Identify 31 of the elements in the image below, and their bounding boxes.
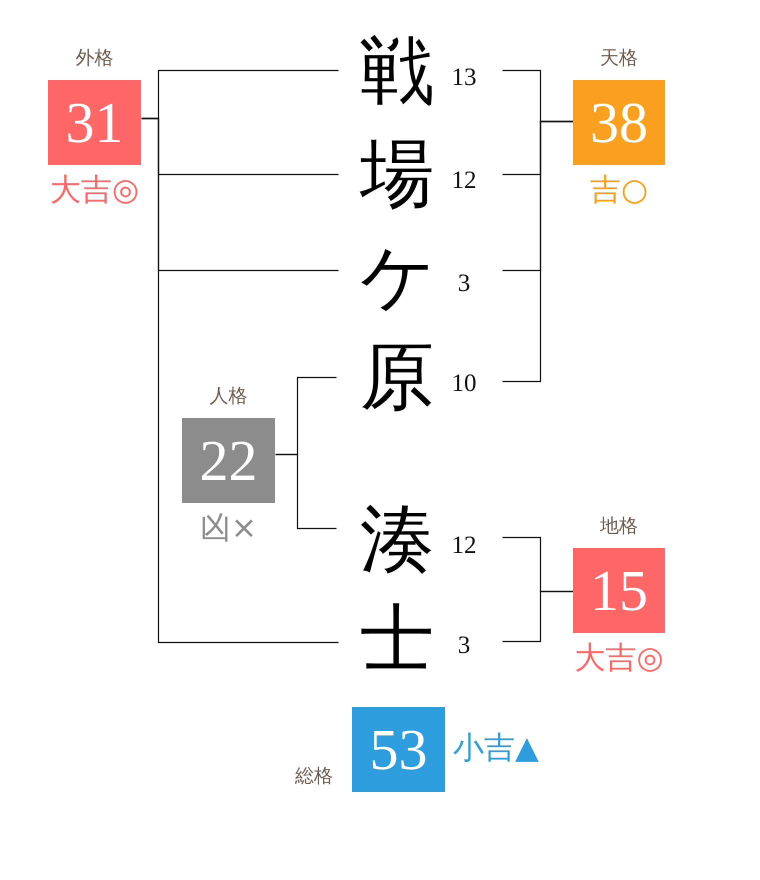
score-box: 15 <box>573 548 665 633</box>
name-character: ケ <box>360 238 436 318</box>
category-label: 地格 <box>600 514 638 538</box>
category-label: 外格 <box>76 46 114 70</box>
category-label: 天格 <box>600 46 638 70</box>
category-label: 総格 <box>295 764 333 788</box>
stroke-count: 13 <box>452 64 476 92</box>
stroke-count: 10 <box>452 370 476 398</box>
stroke-count: 3 <box>458 270 470 298</box>
name-character: 場 <box>360 135 434 215</box>
bracket-line <box>502 590 574 642</box>
bracket-line <box>276 454 336 530</box>
score-box: 38 <box>573 80 665 165</box>
bracket-line <box>142 118 338 644</box>
fortune-rating: 吉○ <box>590 171 648 209</box>
score-box: 53 <box>352 707 445 792</box>
stroke-count: 12 <box>452 532 476 560</box>
score-box: 22 <box>182 418 275 503</box>
fortune-rating: 凶× <box>200 509 257 547</box>
name-character: 士 <box>360 600 434 680</box>
name-character: 戦 <box>360 32 434 112</box>
name-character: 原 <box>360 338 434 418</box>
stroke-count: 12 <box>452 167 476 195</box>
stroke-count: 3 <box>458 632 470 660</box>
fortune-rating: 小吉▲ <box>453 729 539 767</box>
fortune-rating: 大吉◎ <box>50 171 140 209</box>
name-character: 湊 <box>360 500 434 580</box>
score-box: 31 <box>48 80 141 165</box>
category-label: 人格 <box>210 384 248 408</box>
bracket-line <box>502 120 574 382</box>
fortune-rating: 大吉◎ <box>574 639 664 677</box>
